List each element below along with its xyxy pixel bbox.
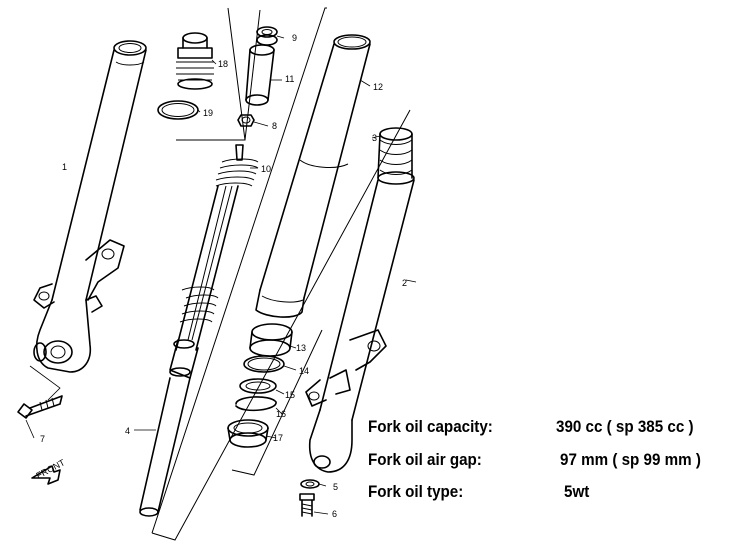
- drain-washer: [300, 479, 327, 489]
- outer-tube-left: [29, 40, 147, 401]
- cap-bolt-assembly: [176, 32, 217, 90]
- damper-rod-assembly: [169, 144, 259, 379]
- callout-10: 10: [261, 164, 271, 174]
- dust-boot: [371, 127, 413, 179]
- callout-17: 17: [273, 433, 283, 443]
- inner-tube-right: [255, 34, 371, 318]
- spec-oil-capacity-value: 390 cc ( sp 385 cc ): [556, 418, 694, 436]
- spec-air-gap-label: Fork oil air gap:: [368, 451, 482, 469]
- callout-5: 5: [333, 482, 338, 492]
- callout-16: 16: [276, 409, 286, 419]
- callout-7: 7: [40, 434, 45, 444]
- spec-oil-type-label: Fork oil type:: [368, 483, 464, 501]
- drain-bolt: [299, 493, 329, 517]
- bushing-14: [243, 355, 297, 373]
- callout-11: 11: [285, 74, 294, 84]
- dust-seal-17: [227, 419, 277, 448]
- callout-1: 1: [62, 162, 67, 172]
- callout-12: 12: [373, 82, 383, 92]
- spacer-tube: [245, 44, 282, 106]
- spec-air-gap-value: 97 mm ( sp 99 mm ): [560, 451, 701, 469]
- callout-9: 9: [292, 33, 297, 43]
- inner-tube-left: [134, 377, 191, 517]
- spec-oil-capacity-label: Fork oil capacity:: [368, 418, 493, 436]
- spacer-washer: [256, 26, 285, 46]
- circlip-16: [235, 396, 283, 415]
- front-marker-text: FRONT: [34, 457, 67, 481]
- o-ring: [157, 100, 201, 120]
- bushing-13: [249, 323, 297, 357]
- outer-tube-right: [305, 171, 417, 473]
- washer-15: [239, 378, 285, 395]
- callout-19: 19: [203, 108, 213, 118]
- lock-nut: [237, 114, 269, 127]
- callout-8: 8: [272, 121, 277, 131]
- callout-3: 3: [372, 133, 377, 143]
- callout-18: 18: [218, 59, 228, 69]
- callout-15: 15: [285, 390, 295, 400]
- spec-oil-type-value: 5wt: [564, 483, 590, 501]
- callout-14: 14: [299, 366, 309, 376]
- front-direction-marker: FRONT: [31, 457, 67, 485]
- callout-13: 13: [296, 343, 306, 353]
- callout-4: 4: [125, 426, 130, 436]
- callout-6: 6: [332, 509, 337, 519]
- callout-2: 2: [402, 278, 407, 288]
- pinch-bolt: [17, 395, 63, 439]
